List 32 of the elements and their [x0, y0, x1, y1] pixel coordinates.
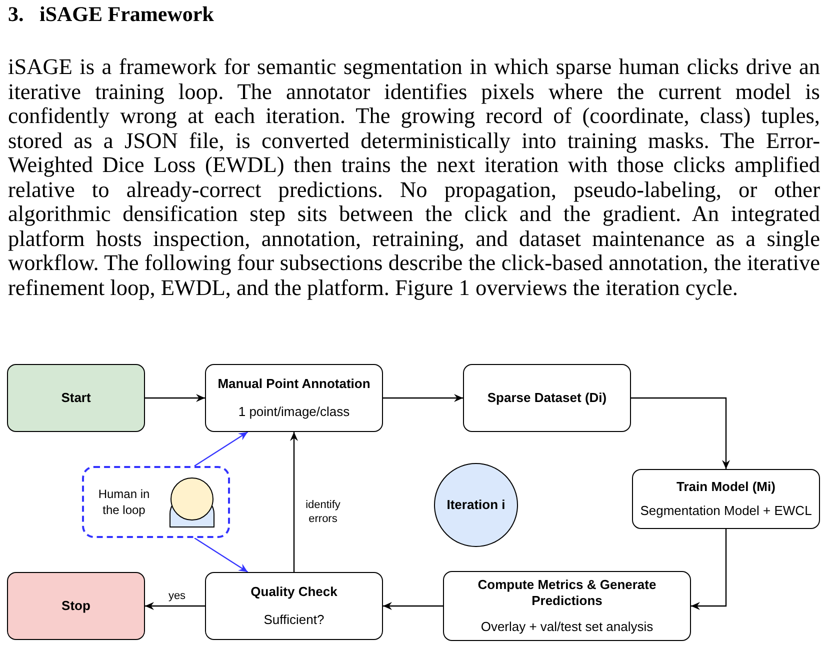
node-label: Human in the loop	[97, 486, 151, 518]
node-title: Manual Point Annotation	[218, 376, 370, 392]
arrow	[383, 602, 443, 610]
stop-box	[7, 572, 145, 640]
arrow	[145, 602, 205, 610]
node-subtitle: 1 point/image/class	[238, 404, 350, 420]
node-subtitle: Segmentation Model + EWCL	[640, 503, 812, 519]
arrow	[145, 394, 205, 402]
process-box	[205, 364, 383, 432]
human-loop-box	[82, 466, 230, 538]
arrow	[631, 397, 730, 469]
node-title: Train Model (Mi)	[676, 479, 776, 495]
node-title: Quality Check	[250, 584, 338, 600]
arrow	[194, 538, 248, 572]
node-title: Stop	[62, 598, 90, 614]
node-subtitle: Sufficient?	[264, 612, 324, 628]
node-title: Compute Metrics & Generate Predictions	[476, 577, 658, 609]
process-box	[443, 571, 691, 641]
node-title: Iteration i	[446, 497, 506, 513]
paragraph: iSAGE is a framework for semantic segmentation in which sparse human clicks drive an iterative training loop. The annotator identifies pixels where the current model is confidently wrong at each iteration. The growing record of (coordinate, class) tuples, stored as a JSON file, is converted deterministically into training masks. The Error-Weighted Dice Loss (EWDL) then trains the next iteration with those clicks amplified relative to already-correct predictions. No propagation, pseudo-labeling, or other algorithmic densification step sits between the click and the gradient. An integrated platform hosts inspection, annotation, retraining, and dataset maintenance as a single workflow. The following four subsections describe the click-based annotation, the iterative refinement loop, EWDL, and the platform. Figure 1 overviews the iteration cycle.	[8, 55, 820, 300]
node-title: Sparse Dataset (Di)	[487, 390, 607, 406]
arrow	[194, 432, 248, 466]
section-heading: 3. iSAGE Framework	[8, 2, 214, 27]
arrow	[691, 529, 727, 610]
start-box	[7, 364, 145, 432]
process-box	[463, 364, 631, 432]
arrow	[383, 394, 463, 402]
process-box	[632, 469, 820, 529]
node-title: Start	[61, 390, 91, 406]
node-subtitle: Overlay + val/test set analysis	[480, 619, 654, 635]
arrow	[290, 432, 298, 572]
decision-box	[205, 572, 383, 640]
